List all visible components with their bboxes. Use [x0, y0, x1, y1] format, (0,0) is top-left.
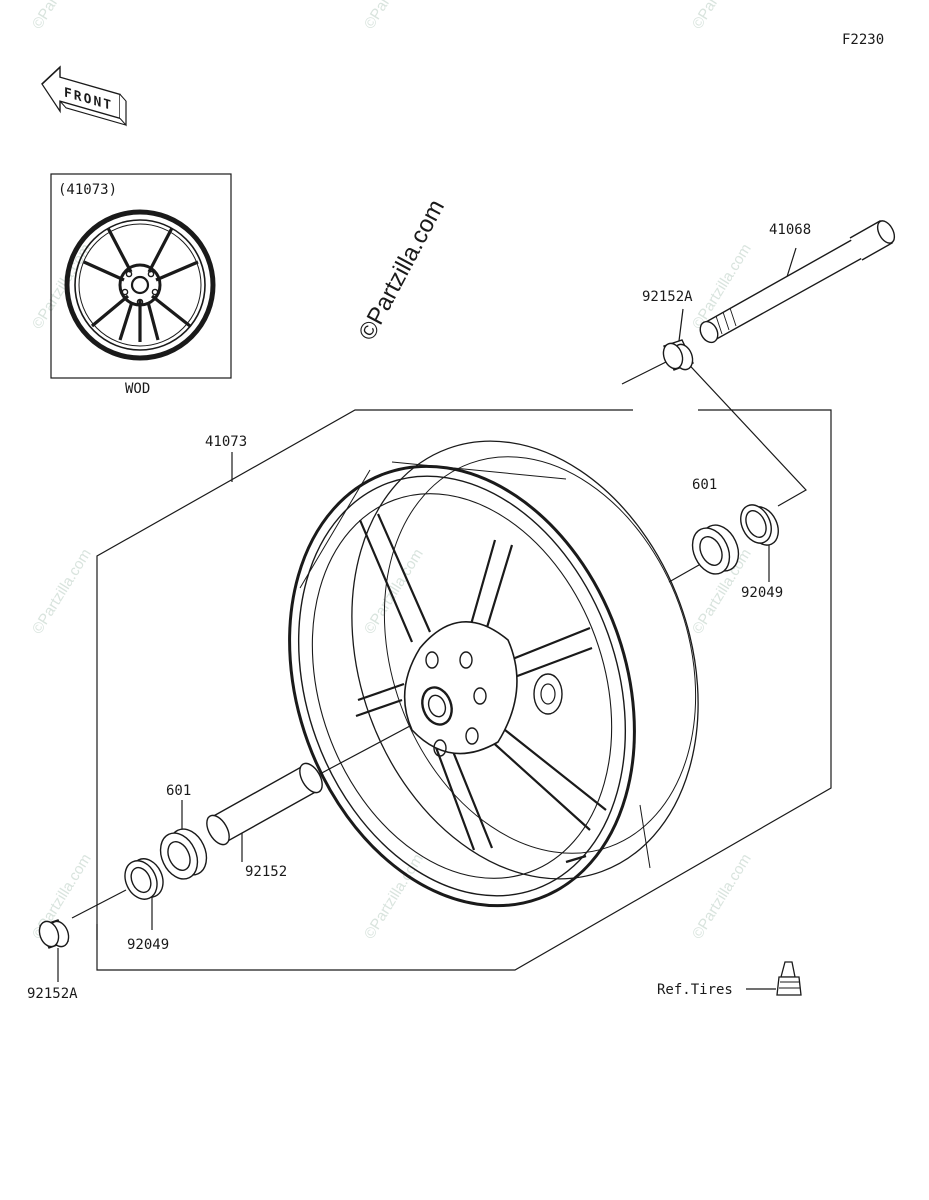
collar-92152a-left: [38, 919, 70, 949]
leader-lines: [57, 247, 832, 990]
label-bearing-right: 601: [692, 477, 717, 493]
seal-92049-left: [124, 858, 164, 900]
spacer-92152: [206, 762, 323, 846]
watermark: ©Partzilla.com: [29, 0, 95, 32]
watermark-center: ©Partzilla.com: [353, 195, 450, 345]
label-wheel: 41073: [205, 434, 247, 450]
watermark: ©Partzilla.com: [689, 0, 755, 32]
inset-part-label: (41073): [58, 182, 117, 198]
label-seal-left: 92049: [127, 937, 169, 953]
watermark: ©Partzilla.com: [361, 0, 427, 32]
part-labels: 41068 92152A 41073 601 92049 601 92152 9…: [27, 222, 811, 1002]
inset-wheel-icon: [64, 209, 216, 361]
seal-92049-right: [740, 504, 779, 546]
label-ref-tires: Ref.Tires: [657, 982, 733, 998]
watermark: ©Partzilla.com: [361, 546, 427, 637]
label-collar-left: 92152A: [27, 986, 78, 1002]
wheel-41073: [288, 440, 699, 908]
front-arrow-icon: FRONT: [41, 65, 127, 127]
collar-92152a-top: [662, 339, 694, 371]
label-collar-top: 92152A: [642, 289, 693, 305]
inset-caption: WOD: [125, 381, 150, 397]
label-seal-right: 92049: [741, 585, 783, 601]
label-axle: 41068: [769, 222, 811, 238]
label-spacer: 92152: [245, 864, 287, 880]
axle-41068: [699, 220, 896, 344]
figure-code: F2230: [842, 32, 884, 48]
bearing-601-right: [691, 524, 740, 575]
inset-wod: (41073) WOD: [50, 173, 232, 397]
valve-stem-icon: [776, 961, 802, 996]
watermark: ©Partzilla.com: [29, 546, 95, 637]
bearing-601-left: [159, 828, 208, 880]
label-bearing-left: 601: [166, 783, 191, 799]
